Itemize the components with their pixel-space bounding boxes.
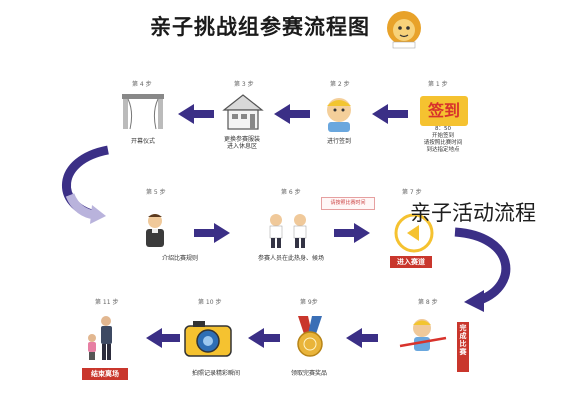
step-11-end-tag: 结束离场 <box>82 368 128 380</box>
medal-icon <box>297 316 323 357</box>
step-5-number: 第 5 步 <box>146 189 166 196</box>
step-9-caption: 领取完赛奖品 <box>290 370 327 377</box>
referee-icon <box>146 214 164 247</box>
step-8-number: 第 8 步 <box>418 299 438 306</box>
step-8-finish-tag: 完成比赛 <box>457 322 469 372</box>
play-button-icon <box>394 213 434 253</box>
home-icon <box>222 94 264 130</box>
child-icon <box>327 98 351 132</box>
step-1-detail: 8：50 开始签到 请按照比赛时间 到达指定地点 <box>423 126 463 153</box>
step-3-number: 第 3 步 <box>234 81 254 88</box>
step-7-enter-track-tag: 进入赛道 <box>390 256 432 268</box>
kids-warmup-icon <box>269 214 307 248</box>
step-4-number: 第 4 步 <box>132 81 152 88</box>
step-10-number: 第 10 步 <box>198 299 222 306</box>
step-4-caption: 开幕仪式 <box>130 138 155 145</box>
step-1-signin-badge: 签到 <box>420 96 468 126</box>
step-6-number: 第 6 步 <box>281 189 301 196</box>
step-2-caption: 进行签到 <box>326 138 351 145</box>
step-7-number: 第 7 步 <box>402 189 422 196</box>
camera-icon <box>184 321 232 357</box>
page-title: 亲子挑战组参赛流程图 <box>150 15 370 39</box>
step-9-number: 第 9步 <box>300 299 318 306</box>
overlay-caption: 亲子活动流程 <box>410 201 536 225</box>
step-2-number: 第 2 步 <box>330 81 350 88</box>
step-1-number: 第 1 步 <box>428 81 448 88</box>
step-6-caption: 参赛人员在此热身、候场 <box>257 255 324 262</box>
lion-mascot-icon <box>387 11 421 49</box>
finish-line-icon <box>399 319 447 351</box>
step-10-caption: 拍照记录精彩瞬间 <box>191 370 240 377</box>
step-3-caption: 更换参赛服装 进入休息区 <box>223 136 260 150</box>
family-leaving-icon <box>88 316 112 360</box>
step-5-caption: 介绍比赛规则 <box>161 255 198 262</box>
stage-curtain-icon <box>122 94 164 130</box>
step-11-number: 第 11 步 <box>95 299 119 306</box>
step-7-note: 请按照比赛时间 <box>321 197 375 210</box>
